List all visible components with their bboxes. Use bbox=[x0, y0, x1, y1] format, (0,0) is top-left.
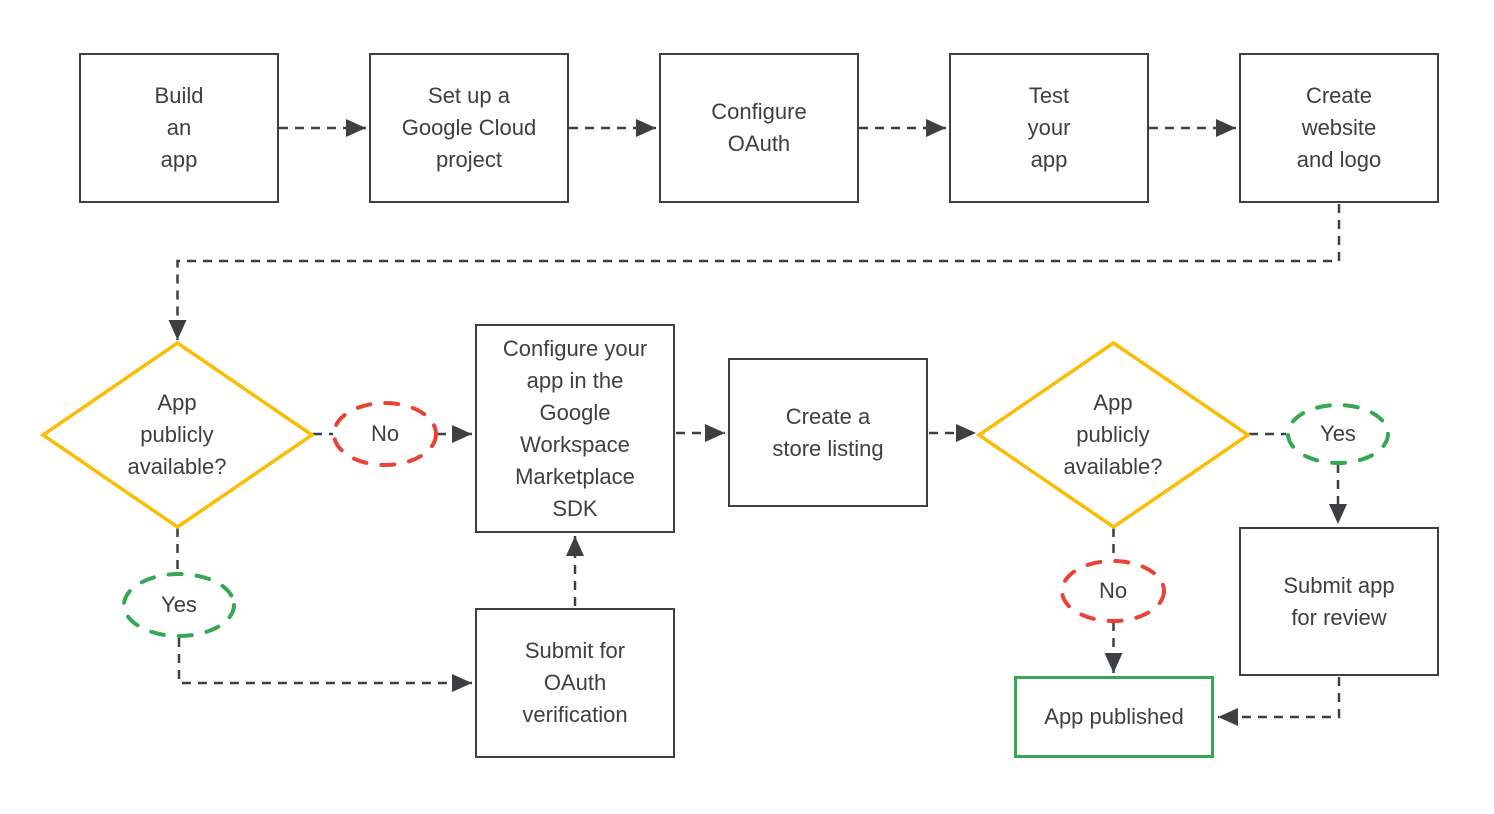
node-submit-oauth: Submit for OAuth verification bbox=[475, 608, 675, 758]
edge-website-to-decision1 bbox=[168, 204, 1341, 340]
edge-yes1-to-submitoauth bbox=[177, 638, 472, 692]
node-marketplace-sdk: Configure your app in the Google Workspa… bbox=[475, 324, 675, 533]
no-2-label: No bbox=[1098, 578, 1128, 603]
no-2-oval bbox=[1060, 559, 1166, 623]
decision-1-label: App publicly available? bbox=[127, 390, 227, 479]
decision-1-diamond bbox=[39, 340, 316, 530]
node-store-listing: Create a store listing bbox=[728, 358, 928, 507]
node-configure-oauth: Configure OAuth bbox=[659, 53, 859, 203]
node-cloud-project: Set up a Google Cloud project bbox=[369, 53, 569, 203]
node-test-app: Test your app bbox=[949, 53, 1149, 203]
yes-1-oval bbox=[122, 572, 236, 638]
yes-2-oval bbox=[1286, 403, 1390, 465]
edge-review-to-published bbox=[1218, 677, 1341, 726]
node-create-website: Create website and logo bbox=[1239, 53, 1439, 203]
decision-2-diamond bbox=[975, 340, 1252, 530]
node-submit-review: Submit app for review bbox=[1239, 527, 1439, 676]
yes-1-label: Yes bbox=[161, 592, 197, 617]
node-build-app: Build an app bbox=[79, 53, 279, 203]
no-1-label: No bbox=[370, 421, 400, 446]
yes-2-label: Yes bbox=[1320, 421, 1356, 446]
node-app-published: App published bbox=[1014, 676, 1214, 758]
no-1-oval bbox=[332, 401, 438, 467]
decision-2-label: App publicly available? bbox=[1063, 390, 1163, 479]
